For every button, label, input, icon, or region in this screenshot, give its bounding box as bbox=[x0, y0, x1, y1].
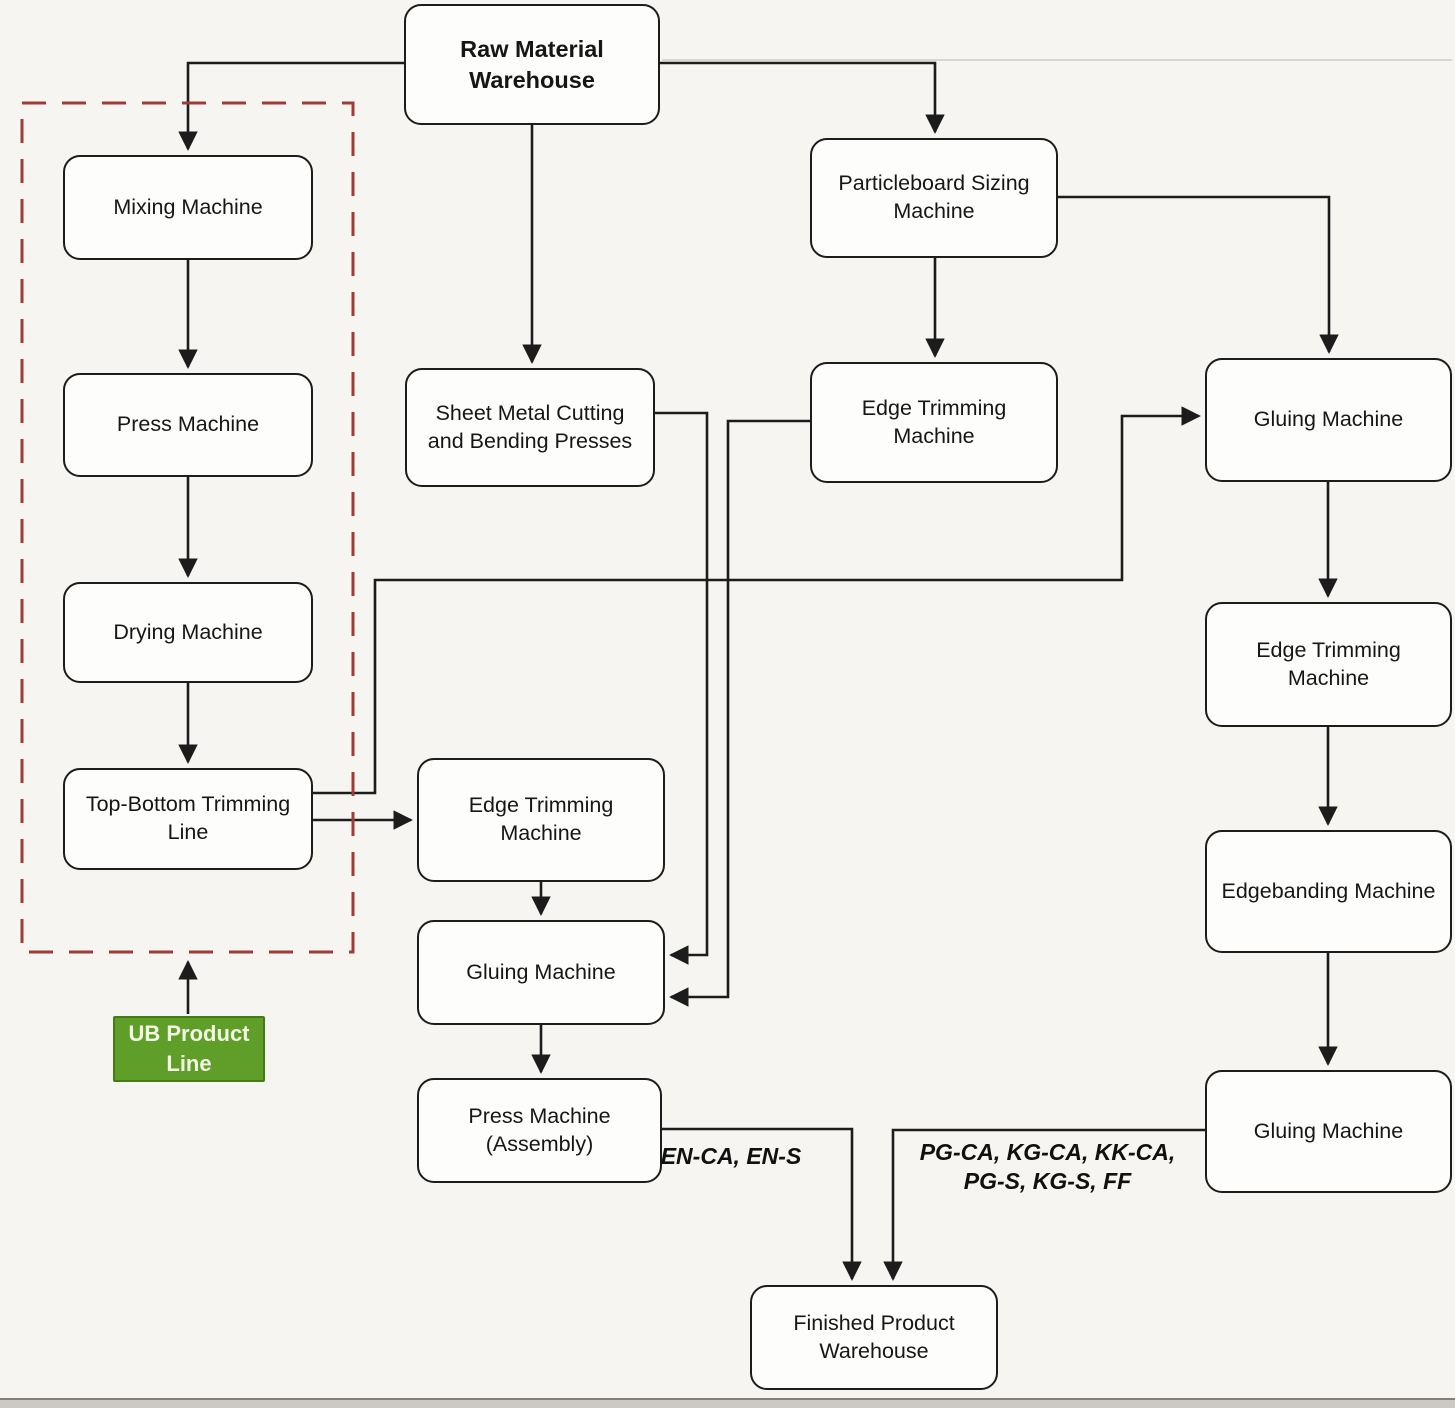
edge-top-bottom-to-gluing-tr bbox=[313, 406, 1201, 795]
node-label-drying-machine: Drying Machine bbox=[113, 619, 263, 644]
node-gluing-bottom-right: Gluing Machine bbox=[1205, 1070, 1452, 1193]
node-label-edgebanding-machine: Edgebanding Machine bbox=[1221, 878, 1436, 903]
node-label-press-machine-assembly: Press Machine (Assembly) bbox=[468, 1103, 611, 1156]
edge-sheet-metal-to-gluing-mid bbox=[655, 411, 709, 965]
edge-rmw-to-mixing bbox=[178, 61, 404, 151]
node-gluing-top-right: Gluing Machine bbox=[1205, 358, 1452, 482]
edge-edge-trim-top-to-gluing-mid bbox=[669, 419, 810, 1007]
node-mixing-machine: Mixing Machine bbox=[63, 155, 313, 260]
node-edgebanding-machine: Edgebanding Machine bbox=[1205, 830, 1452, 953]
node-edge-trimming-middle: Edge Trimming Machine bbox=[417, 758, 665, 882]
edge-rmw-to-particleboard bbox=[660, 61, 945, 134]
node-top-bottom-trimming-line: Top-Bottom Trimming Line bbox=[63, 768, 313, 870]
flow-label-pg-line2: PG-S, KG-S, FF bbox=[963, 1167, 1132, 1194]
node-label-sheet-metal-cutting: Sheet Metal Cutting and Bending Presses bbox=[427, 400, 633, 453]
node-label-edge-trimming-right: Edge Trimming Machine bbox=[1256, 637, 1401, 690]
node-label-gluing-bottom-right: Gluing Machine bbox=[1253, 1118, 1404, 1143]
flow-label-pg: PG-CA, KG-CA, KK-CA, PG-S, KG-S, FF bbox=[900, 1138, 1195, 1196]
flow-label-en: EN-CA, EN-S bbox=[660, 1143, 802, 1169]
edge-press-asm-to-finished bbox=[662, 1127, 862, 1281]
node-label-press-machine: Press Machine bbox=[116, 412, 260, 437]
node-label-edge-trimming-middle: Edge Trimming Machine bbox=[468, 793, 614, 845]
node-label-edge-trimming-top: Edge Trimming Machine bbox=[861, 395, 1007, 448]
node-label-gluing-top-right: Gluing Machine bbox=[1253, 407, 1404, 432]
node-label-mixing-machine: Mixing Machine bbox=[113, 194, 263, 219]
node-edge-trimming-top: Edge Trimming Machine bbox=[810, 362, 1058, 483]
flow-label-pg-line1: PG-CA, KG-CA, KK-CA, bbox=[919, 1139, 1176, 1165]
ub-product-line-region bbox=[20, 101, 355, 954]
node-label-particleboard-sizing: Particleboard Sizing Machine bbox=[838, 171, 1030, 223]
node-press-machine-assembly: Press Machine (Assembly) bbox=[417, 1078, 662, 1183]
scan-bottom-border bbox=[0, 1398, 1455, 1408]
node-label-gluing-middle: Gluing Machine bbox=[466, 959, 616, 984]
node-label-top-bottom-trimming-line: Top-Bottom Trimming Line bbox=[85, 792, 291, 844]
ub-product-line-badge: UB Product Line bbox=[113, 1016, 265, 1082]
edge-gluing-br-to-finished bbox=[883, 1128, 1205, 1281]
node-drying-machine: Drying Machine bbox=[63, 582, 313, 683]
ub-product-line-label: UB Product Line bbox=[128, 1021, 250, 1076]
node-sheet-metal-cutting: Sheet Metal Cutting and Bending Presses bbox=[405, 368, 655, 487]
node-label-finished-product-warehouse: Finished Product Warehouse bbox=[793, 1310, 955, 1363]
node-raw-material-warehouse: Raw Material Warehouse bbox=[404, 4, 660, 125]
node-particleboard-sizing: Particleboard Sizing Machine bbox=[810, 138, 1058, 258]
node-finished-product-warehouse: Finished Product Warehouse bbox=[750, 1285, 998, 1390]
edge-particleboard-to-gluing-tr bbox=[1058, 195, 1339, 354]
node-press-machine: Press Machine bbox=[63, 373, 313, 477]
node-edge-trimming-right: Edge Trimming Machine bbox=[1205, 602, 1452, 727]
node-label-raw-material-warehouse: Raw Material Warehouse bbox=[460, 35, 604, 93]
node-gluing-middle: Gluing Machine bbox=[417, 920, 665, 1025]
